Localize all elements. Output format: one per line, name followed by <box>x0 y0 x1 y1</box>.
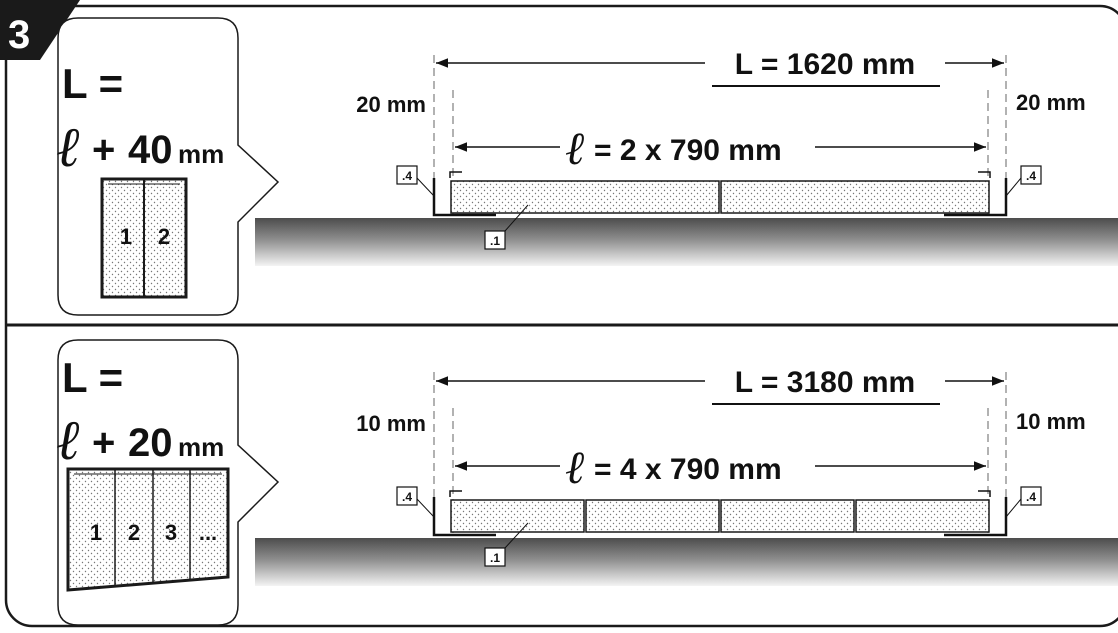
panel-door <box>720 180 990 214</box>
formula-plus: + <box>92 128 115 172</box>
thumb-door-1: 1 <box>120 224 132 249</box>
outer-frame <box>4 4 1118 628</box>
callout-end-right <box>1020 165 1042 185</box>
side-gap-right: 20 mm <box>1016 90 1086 115</box>
floor-wall <box>255 538 1118 586</box>
side-gap-left: 10 mm <box>356 411 426 436</box>
step-badge <box>0 0 80 60</box>
panel-door <box>720 499 855 533</box>
callout-panel <box>484 230 506 250</box>
panel-two-doors: L = ℓ + 40 mm 1 2 L = 1620 mm ℓ = 2 x 79… <box>56 17 1118 316</box>
svg-text:.4: .4 <box>1026 169 1036 183</box>
formula-value: 40 <box>128 128 173 172</box>
svg-text:.1: .1 <box>490 551 500 565</box>
total-length-label: L = 3180 mm <box>735 366 915 399</box>
formula-unit: mm <box>178 432 224 462</box>
total-length-label: L = 1620 mm <box>735 48 915 81</box>
thumb-door-1: 1 <box>90 520 102 545</box>
panel-door <box>585 499 720 533</box>
svg-text:.4: .4 <box>1026 490 1036 504</box>
thumb-door-2: 2 <box>128 520 140 545</box>
panel-width-script-l: ℓ <box>565 121 585 175</box>
panel-door <box>450 499 585 533</box>
svg-text:.4: .4 <box>402 490 412 504</box>
floor-wall <box>255 218 1118 266</box>
formula-script-l: ℓ <box>56 408 80 473</box>
callout-panel <box>484 547 506 567</box>
formula-script-l: ℓ <box>56 115 80 180</box>
panel-four-doors: L = ℓ + 20 mm 1 2 3 ... L = 3180 mm ℓ = … <box>56 339 1118 626</box>
formula-unit: mm <box>178 139 224 169</box>
callout-end-right <box>1020 486 1042 506</box>
panel-door <box>855 499 990 533</box>
side-gap-left: 20 mm <box>356 92 426 117</box>
callout-end-left <box>396 165 418 185</box>
wardrobe-thumbnail <box>66 467 230 592</box>
panel-door <box>450 180 720 214</box>
panel-width-script-l: ℓ <box>565 440 585 494</box>
formula-line1: L = <box>62 60 123 107</box>
thumb-door-more: ... <box>199 520 217 545</box>
side-gap-right: 10 mm <box>1016 409 1086 434</box>
formula-line1: L = <box>62 354 123 401</box>
callout-end-left <box>396 486 418 506</box>
thumb-door-2: 2 <box>158 224 170 249</box>
panel-width-label: = 4 x 790 mm <box>594 453 782 486</box>
panel-width-label: = 2 x 790 mm <box>594 134 782 167</box>
svg-text:.1: .1 <box>490 234 500 248</box>
formula-value: 20 <box>128 421 173 465</box>
formula-plus: + <box>92 421 115 465</box>
step-number: 3 <box>8 13 30 57</box>
thumb-door-3: 3 <box>165 520 177 545</box>
svg-text:.4: .4 <box>402 169 412 183</box>
